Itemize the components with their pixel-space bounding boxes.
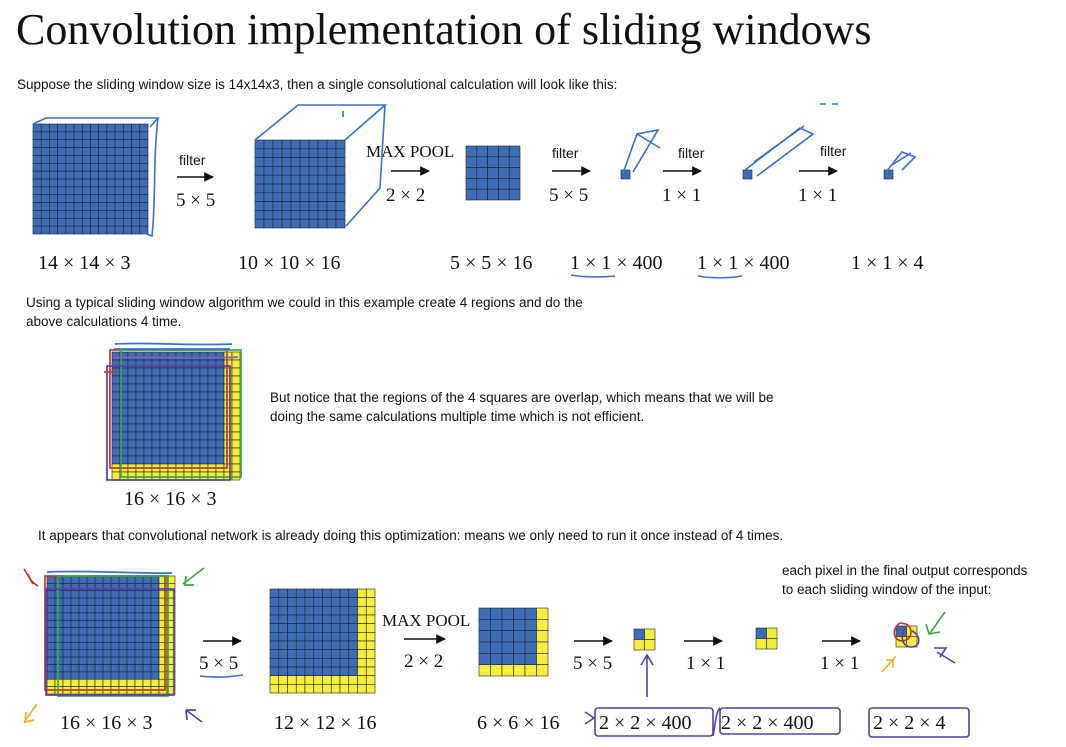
row1-op-pool: 2 × 2: [386, 185, 426, 206]
row2-op-1: 5 × 5: [199, 653, 239, 674]
row2-dim-pool: 6 × 6 × 16: [477, 712, 560, 734]
row1-dim-pool: 5 × 5 × 16: [450, 252, 533, 274]
row2-cell-fc1: [633, 628, 656, 651]
row2-op-2: 5 × 5: [573, 653, 613, 674]
row1-grid-pool: [465, 145, 521, 201]
row1-arrows: [177, 166, 838, 182]
row1-sketch-lines: [32, 103, 917, 238]
row2-outlines: [23, 567, 205, 724]
row1-op-4: 1 × 1: [798, 185, 838, 206]
row2-dim-input: 16 × 16 × 3: [60, 712, 153, 734]
row1-op-2: 5 × 5: [549, 185, 589, 206]
row2-op-pool: 2 × 2: [404, 651, 444, 672]
overlap-note-line-2: doing the same calculations multiple tim…: [270, 409, 645, 424]
paragraph-3: It appears that convolutional network is…: [38, 528, 784, 543]
paragraph-2-line-2: above calculations 4 time.: [26, 314, 182, 329]
row1-grid-input: [32, 123, 149, 235]
row1-maxpool-label: MAX POOL: [366, 142, 455, 161]
row2-note-line-1: each pixel in the final output correspon…: [782, 563, 1028, 578]
row2-dim-output: 2 × 2 × 4: [873, 712, 946, 734]
row1-cell-fc2: [742, 169, 753, 180]
row1-underlines: [570, 274, 743, 279]
row2-note-line-2: to each sliding window of the input:: [782, 582, 992, 597]
row2-arrows: [203, 634, 861, 646]
region-outlines: [104, 342, 242, 481]
row2-dim-fc1: 2 × 2 × 400: [599, 712, 692, 734]
row1-dim-output: 1 × 1 × 4: [851, 252, 924, 274]
row2-dim-fc2: 2 × 2 × 400: [721, 712, 814, 734]
row2-maxpool-label: MAX POOL: [382, 611, 471, 630]
mid-grid-input: [111, 351, 241, 481]
row2-cell-fc2: [755, 627, 778, 650]
row2-grid-pool: [478, 607, 549, 677]
row2-grid-conv1: [269, 588, 376, 694]
row2-op-3: 1 × 1: [686, 653, 726, 674]
row1-op-3: 1 × 1: [662, 185, 702, 206]
grid-group: [32, 123, 918, 695]
row1-dim-input: 14 × 14 × 3: [38, 252, 131, 274]
page-title: Convolution implementation of sliding wi…: [16, 5, 872, 54]
row1-cell-output: [883, 169, 894, 180]
row1-filter-label-4: filter: [820, 143, 847, 159]
mid-dim-input: 16 × 16 × 3: [124, 488, 217, 510]
row1-filter-label-2: filter: [552, 145, 579, 161]
row1-cell-fc1: [620, 169, 631, 180]
row1-op-1: 5 × 5: [176, 190, 216, 211]
intro-text: Suppose the sliding window size is 14x14…: [17, 77, 618, 92]
row2-annotations: [199, 611, 970, 738]
paragraph-2-line-1: Using a typical sliding window algorithm…: [26, 295, 583, 310]
row2-op-4: 1 × 1: [820, 653, 860, 674]
row1-dim-fc2: 1 × 1 × 400: [697, 252, 790, 274]
row1-dim-conv1: 10 × 10 × 16: [238, 252, 341, 274]
row2-grid-input: [46, 575, 176, 695]
row1-grid-conv1: [254, 139, 346, 229]
row1-filter-label-1: filter: [179, 152, 206, 168]
overlap-note-line-1: But notice that the regions of the 4 squ…: [270, 390, 774, 405]
row1-filter-label-3: filter: [678, 145, 705, 161]
row2-dim-conv1: 12 × 12 × 16: [274, 712, 377, 734]
row2-cell-output: [895, 625, 918, 648]
row1-dim-fc1: 1 × 1 × 400: [570, 252, 663, 274]
